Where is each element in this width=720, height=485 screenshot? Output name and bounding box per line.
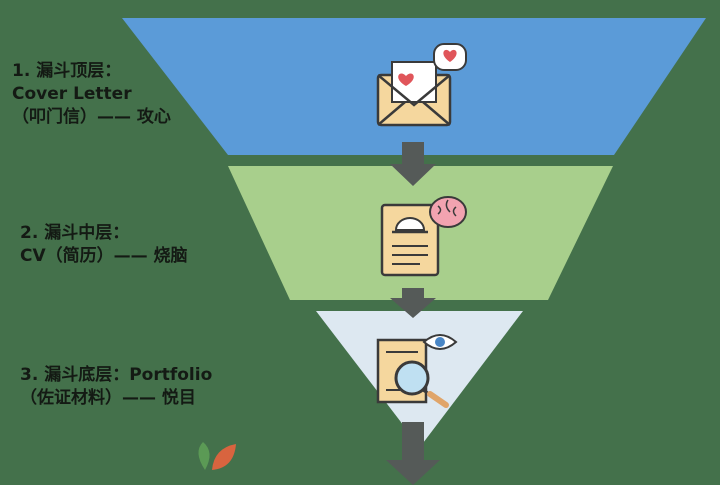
middle-layer-desc: CV（简历）—— 烧脑 <box>20 246 188 266</box>
down-arrow-icon <box>390 288 436 318</box>
leaf-logo-icon <box>198 442 236 470</box>
bottom-layer-desc: （佐证材料）—— 悦目 <box>20 388 196 408</box>
top-layer-desc: （叩门信）—— 攻心 <box>12 107 171 127</box>
document-brain-icon <box>380 196 467 277</box>
bottom-layer-label: 3. 漏斗底层：Portfolio （佐证材料）—— 悦目 <box>20 364 212 410</box>
middle-layer-label: 2. 漏斗中层： CV（简历）—— 烧脑 <box>20 222 188 268</box>
bottom-layer-title: 3. 漏斗底层：Portfolio <box>20 365 213 385</box>
down-arrow-icon <box>386 422 440 485</box>
top-layer-label: 1. 漏斗顶层： Cover Letter （叩门信）—— 攻心 <box>12 60 171 129</box>
magnifier-eye-icon <box>376 334 458 408</box>
middle-layer-title: 2. 漏斗中层： <box>20 223 130 243</box>
top-layer-title: 1. 漏斗顶层： <box>12 61 122 81</box>
down-arrow-icon <box>390 142 436 186</box>
envelope-heart-icon <box>376 43 467 127</box>
top-layer-name: Cover Letter <box>12 84 132 104</box>
